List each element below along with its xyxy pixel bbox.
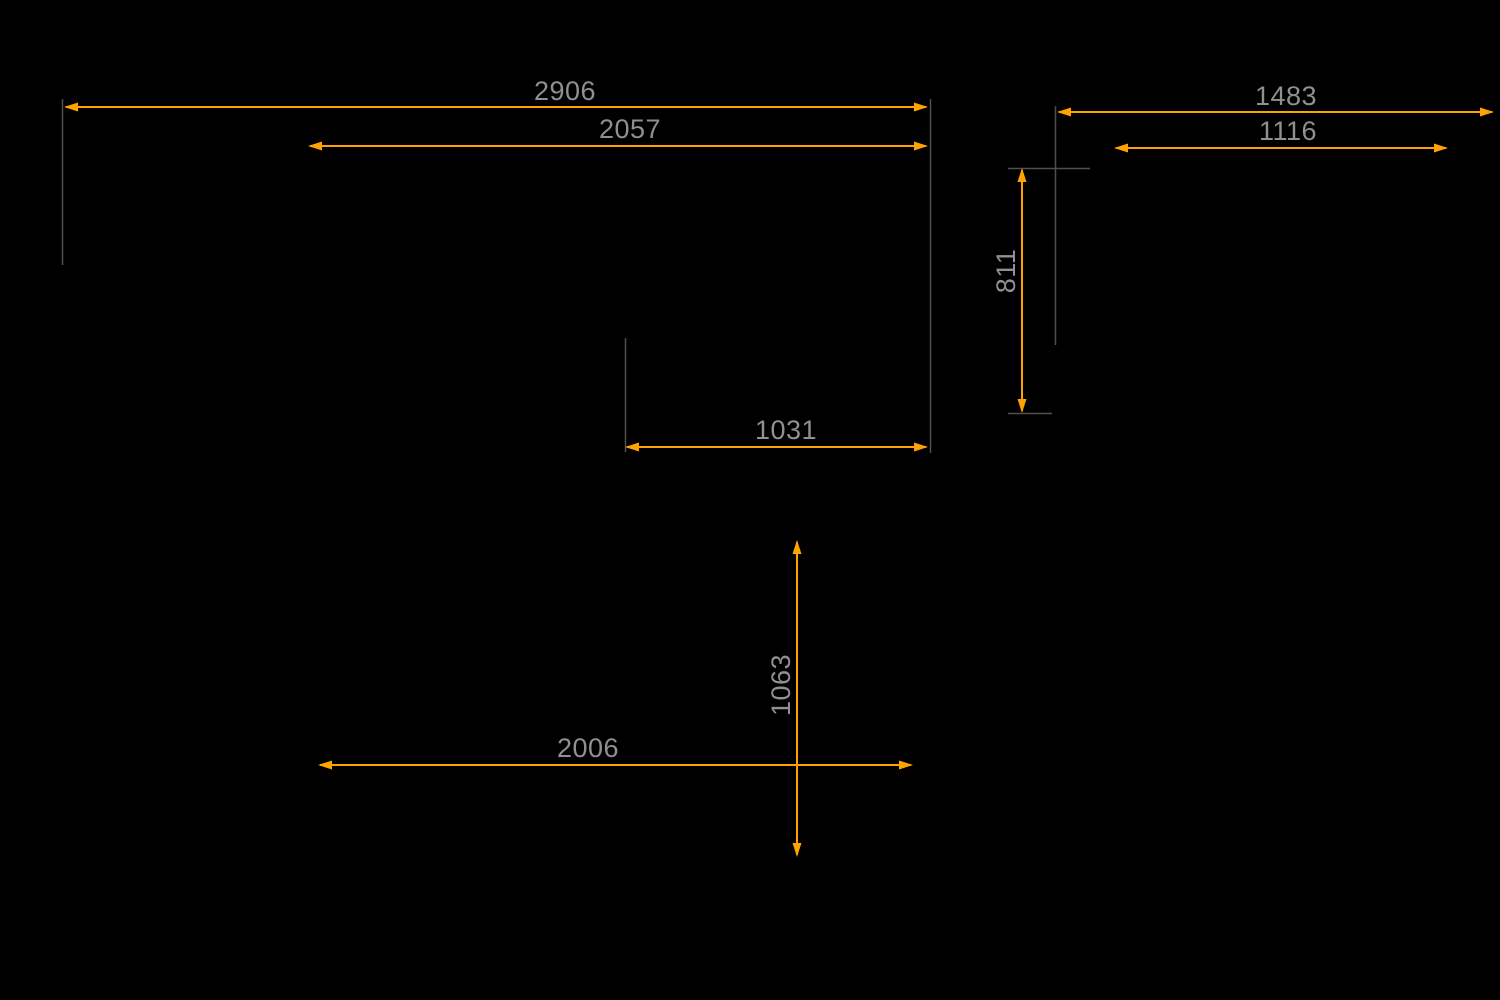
dimension-label: 1116 (1259, 116, 1317, 146)
dimension-label: 2057 (599, 114, 661, 144)
arrowhead-left-icon (308, 141, 322, 151)
dimension-label: 811 (991, 249, 1021, 294)
arrowhead-top-icon (1017, 168, 1027, 182)
dimension-label: 2006 (557, 733, 619, 763)
arrowhead-left-icon (1114, 143, 1128, 153)
dimension-right-inner: 1116 (1114, 116, 1448, 153)
arrowhead-right-icon (914, 141, 928, 151)
dimension-right-overall: 1483 (1057, 81, 1494, 117)
arrowhead-bottom-icon (1017, 399, 1027, 413)
arrowhead-left-icon (318, 760, 332, 770)
dimension-label: 1031 (755, 415, 817, 445)
dimension-mid-inner: 1031 (625, 415, 928, 452)
dimension-label: 2906 (534, 76, 596, 106)
dimension-bottom-width: 2006 (318, 733, 913, 770)
arrowhead-right-icon (1434, 143, 1448, 153)
arrowhead-right-icon (914, 442, 928, 452)
extension-lines (61, 99, 1090, 453)
arrowhead-left-icon (64, 102, 78, 112)
arrowhead-left-icon (625, 442, 639, 452)
arrowhead-left-icon (1057, 107, 1071, 117)
dimension-right-height: 811 (991, 168, 1027, 413)
arrowhead-right-icon (899, 760, 913, 770)
arrowhead-right-icon (1480, 107, 1494, 117)
dimension-label: 1063 (766, 654, 796, 716)
arrowhead-right-icon (914, 102, 928, 112)
arrowhead-top-icon (792, 540, 802, 554)
arrowhead-bottom-icon (792, 843, 802, 857)
dimension-top-overall: 2906 (64, 76, 928, 112)
dimension-top-inner: 2057 (308, 114, 928, 151)
dimension-label: 1483 (1255, 81, 1317, 111)
dimension-center-height: 1063 (766, 540, 802, 857)
